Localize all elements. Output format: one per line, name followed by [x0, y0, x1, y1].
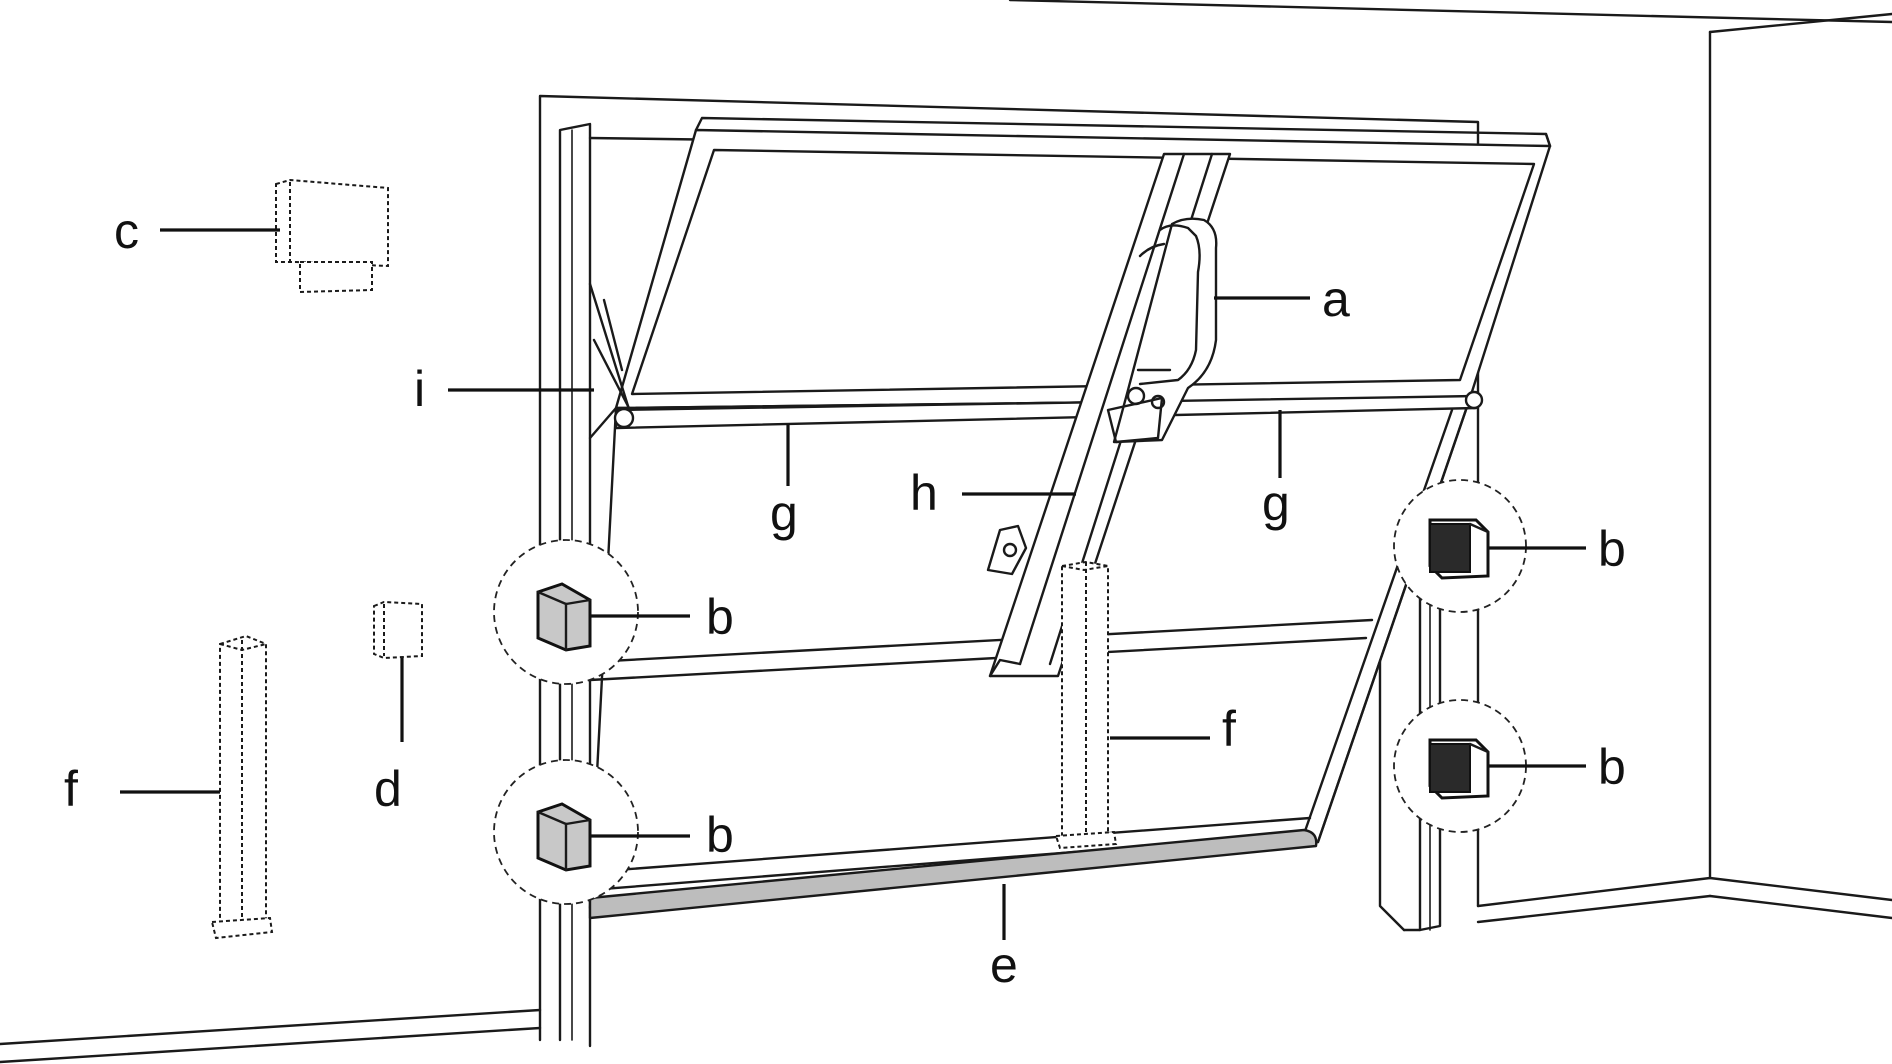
label-b-left-upper: b [706, 589, 734, 645]
label-h: h [910, 465, 938, 521]
label-f-center: f [1222, 701, 1236, 757]
component-labels: a b b b b c d e f f g g h i [64, 203, 1626, 993]
side-arm-bracket [588, 282, 632, 440]
photocell-left-lower [493, 759, 639, 905]
photocell-left-upper [493, 539, 639, 685]
label-i: i [414, 361, 425, 417]
label-g-left: g [770, 485, 798, 541]
label-d: d [374, 761, 402, 817]
label-b-right-lower: b [1598, 739, 1626, 795]
release-latch [986, 524, 1028, 576]
column-post-left [210, 634, 274, 940]
column-post-center [1054, 560, 1118, 850]
label-c: c [114, 203, 139, 259]
door-upper-panel [614, 116, 1552, 410]
label-f-left: f [64, 761, 78, 817]
photocell-right-upper [1393, 479, 1527, 613]
label-e: e [990, 937, 1018, 993]
leader-lines [120, 228, 1586, 940]
motor-unit [1106, 217, 1218, 444]
label-a: a [1322, 271, 1350, 327]
label-b-right-upper: b [1598, 521, 1626, 577]
label-g-right: g [1262, 475, 1290, 531]
bottom-seal [588, 828, 1318, 920]
photocell-right-lower [1393, 699, 1527, 833]
key-switch [373, 600, 423, 660]
label-b-left-lower: b [706, 807, 734, 863]
flashing-light [275, 178, 389, 294]
